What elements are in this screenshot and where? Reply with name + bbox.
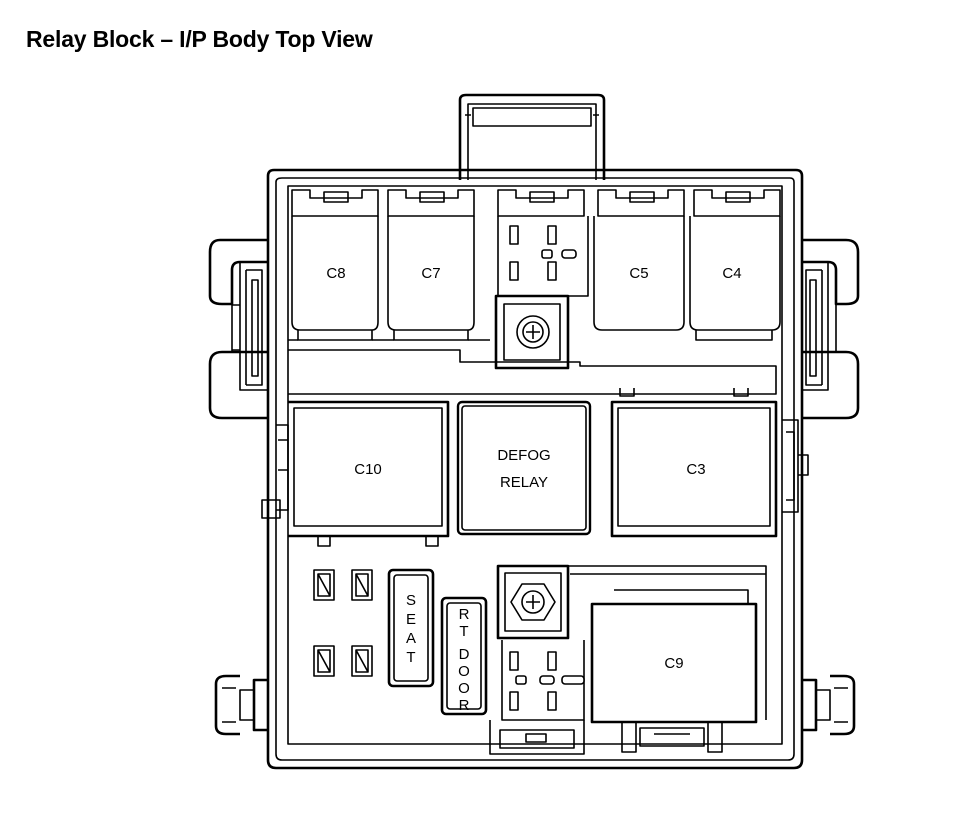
lower-fuse-terminals (501, 640, 585, 721)
defog-relay-line1: DEFOG (497, 447, 550, 464)
rt-door-relay: R T D O O R (440, 596, 488, 716)
right-side-latch (802, 238, 860, 420)
diagram-title: Relay Block – I/P Body Top View (26, 26, 373, 52)
lower-power-stud (496, 564, 767, 720)
rt-door-letter-2: T (459, 623, 468, 640)
rt-door-letter-5: O (458, 680, 470, 697)
rt-door-letter-6: R (459, 697, 470, 714)
rt-door-letter-3: D (459, 646, 470, 663)
housing-outline (266, 168, 804, 770)
c3-label: C3 (686, 461, 705, 478)
seat-letter-3: A (406, 630, 416, 647)
defog-relay: DEFOG RELAY (456, 400, 592, 536)
seat-letter-2: E (406, 611, 416, 628)
top-latch-tab (458, 93, 606, 180)
c10-label: C10 (354, 461, 382, 478)
connector-c4: C4 (689, 216, 781, 341)
defog-relay-line2: RELAY (500, 474, 548, 491)
rt-door-letter-4: O (458, 663, 470, 680)
c8-label: C8 (326, 265, 345, 282)
connector-c3: C3 (610, 388, 778, 538)
c7-label: C7 (421, 265, 440, 282)
right-mid-notch (782, 419, 809, 513)
upper-fuse-terminals (497, 216, 589, 297)
right-bottom-bolt (802, 674, 856, 736)
middle-divider (288, 339, 777, 395)
seat-letter-4: T (406, 649, 415, 666)
upper-power-stud (494, 294, 570, 370)
c4-label: C4 (722, 265, 741, 282)
top-connector-locks (291, 189, 781, 217)
seat-letter-1: S (406, 592, 416, 609)
connector-c9: C9 (590, 589, 758, 724)
mini-fuses (313, 569, 373, 677)
connector-c8: C8 (291, 216, 379, 341)
left-side-latch (208, 238, 268, 420)
connector-c7: C7 (387, 216, 475, 341)
bottom-connector-locks (489, 720, 723, 755)
left-bottom-bolt (214, 674, 268, 736)
left-mid-notch (261, 410, 289, 520)
seat-relay: S E A T (387, 568, 435, 688)
c5-label: C5 (629, 265, 648, 282)
c9-label: C9 (664, 655, 683, 672)
rt-door-letter-1: R (459, 606, 470, 623)
connector-c10: C10 (288, 400, 450, 547)
connector-c5: C5 (593, 216, 685, 331)
